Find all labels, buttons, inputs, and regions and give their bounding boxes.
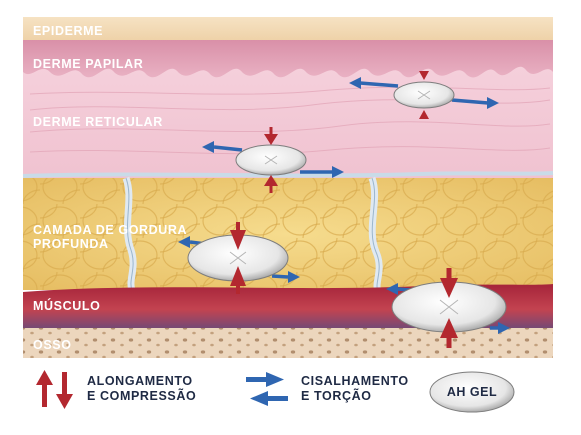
- legend-stretch-line2: E COMPRESSÃO: [87, 388, 196, 403]
- legend-shear-line1: CISALHAMENTO: [301, 374, 409, 388]
- septum-left-edge: [125, 177, 134, 291]
- gel-deposit-3: [178, 222, 300, 294]
- compress-arrow-down: [419, 71, 429, 80]
- label-musculo: MÚSCULO: [33, 298, 100, 313]
- compress-shaft-bottom: [236, 284, 240, 294]
- gel-deposit-2: [202, 127, 344, 193]
- shear-arrowhead-left: [386, 283, 398, 295]
- legend-gel-label: AH GEL: [447, 385, 497, 399]
- compress-shaft-top: [446, 268, 452, 280]
- shear-arrow-right: [451, 98, 489, 105]
- gel-cross: [439, 299, 459, 315]
- shear-arrowhead-left: [202, 141, 214, 153]
- legend-shear-icon: [246, 372, 288, 406]
- compress-arrow-up: [264, 175, 278, 186]
- label-derme-reticular: DERME RETICULAR: [33, 115, 163, 129]
- compress-arrow-down: [264, 134, 278, 145]
- shear-arrowhead-right: [332, 166, 344, 178]
- compress-arrow-down: [440, 278, 458, 298]
- gel-cross: [229, 251, 247, 265]
- fascia-line: [22, 171, 554, 178]
- compress-arrow-up: [440, 318, 458, 338]
- gel-deposit-4: [386, 268, 510, 348]
- label-osso: OSSO: [33, 338, 72, 352]
- legend-gel-icon: [429, 371, 515, 413]
- legend-shear-line2: E TORÇÃO: [301, 388, 372, 403]
- shear-arrowhead-right: [498, 322, 510, 334]
- shear-arrowhead-left: [349, 77, 361, 89]
- layer-labels: EPIDERME DERME PAPILAR DERME RETICULAR C…: [33, 24, 187, 352]
- shear-arrowhead-right: [487, 97, 499, 109]
- shear-arrow-right: [271, 274, 289, 279]
- shear-arrow-left: [213, 145, 243, 152]
- shear-arrow-left: [359, 81, 399, 88]
- legend-stretch-icon: [36, 370, 73, 409]
- compress-shaft-top: [236, 222, 240, 232]
- compress-shaft-top: [269, 127, 273, 135]
- gel-cross: [264, 155, 278, 165]
- derme-papilar-layer: [23, 40, 553, 78]
- label-epiderme: EPIDERME: [33, 24, 103, 38]
- label-derme-papilar: DERME PAPILAR: [33, 57, 143, 71]
- gel-cross: [417, 90, 431, 100]
- shear-arrowhead-right: [288, 271, 300, 283]
- compress-shaft-bottom: [446, 336, 452, 348]
- compress-shaft-bottom: [269, 185, 273, 193]
- gel-deposit-1: [349, 71, 499, 119]
- osso-texture: [23, 328, 553, 358]
- label-gordura-line2: PROFUNDA: [33, 237, 109, 251]
- compress-arrow-down: [230, 230, 246, 250]
- compress-arrow-up: [230, 266, 246, 286]
- label-gordura-line1: CAMADA DE GORDURA: [33, 223, 187, 237]
- reticular-fibers: [29, 86, 551, 155]
- compress-arrow-up: [419, 110, 429, 119]
- legend: ALONGAMENTO E COMPRESSÃO CISALHAMENTO E …: [36, 370, 515, 413]
- septum-right-edge: [371, 177, 380, 293]
- legend-stretch-line1: ALONGAMENTO: [87, 374, 193, 388]
- shear-arrowhead-left: [178, 236, 190, 248]
